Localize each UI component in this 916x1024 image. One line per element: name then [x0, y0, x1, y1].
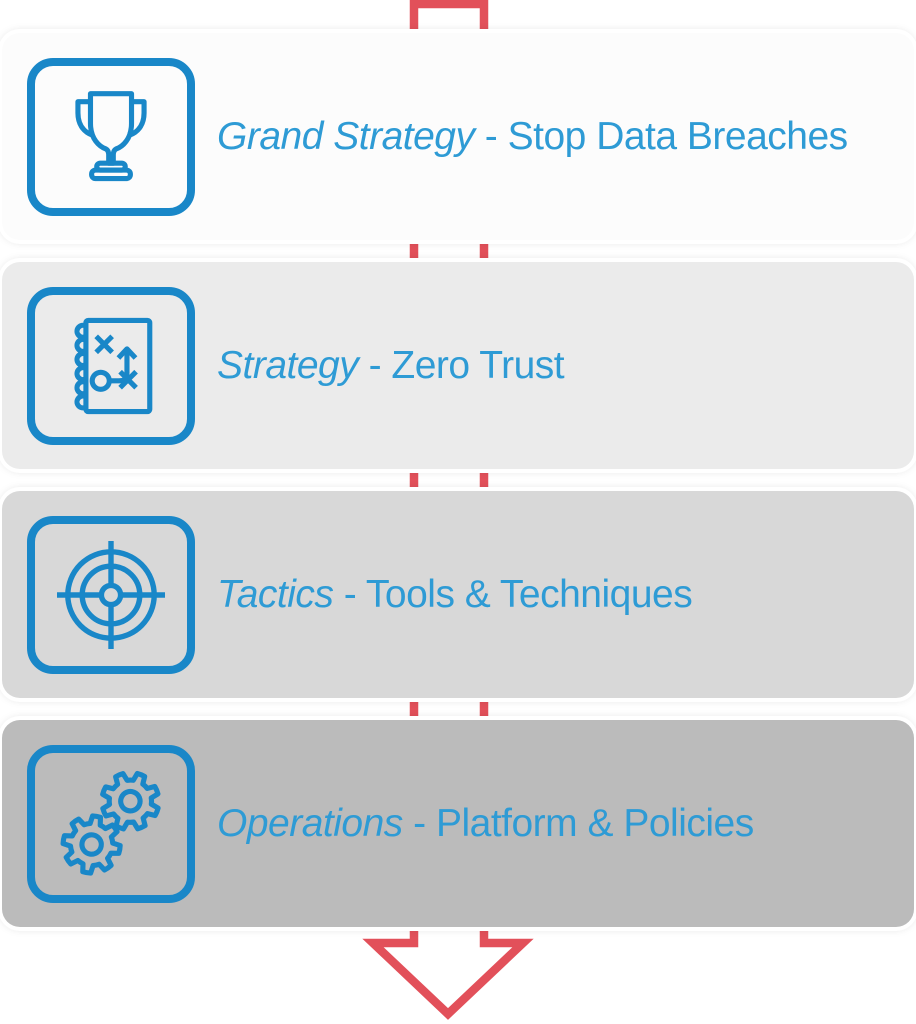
icon-frame — [27, 744, 195, 903]
playbook-icon — [74, 317, 153, 414]
level-separator: - — [402, 801, 436, 845]
level-term: Operations — [217, 801, 403, 845]
trophy-icon — [75, 90, 147, 181]
target-icon — [57, 540, 165, 649]
level-description: Zero Trust — [391, 343, 565, 387]
level-description: Tools & Techniques — [365, 572, 693, 616]
level-term: Grand Strategy — [217, 114, 475, 158]
level-card-operations: Operations - Platform & Policies — [2, 720, 914, 927]
level-card-tactics: Tactics - Tools & Techniques — [2, 491, 914, 698]
level-term: Tactics — [217, 572, 334, 616]
level-description: Stop Data Breaches — [507, 114, 849, 158]
gear-path — [60, 812, 123, 876]
gears-icon — [60, 770, 161, 876]
gear-path — [100, 770, 161, 831]
level-description: Platform & Policies — [435, 801, 754, 845]
level-label: Operations - Platform & Policies — [217, 802, 754, 846]
level-term: Strategy — [217, 343, 359, 387]
icon-frame — [27, 286, 195, 445]
level-separator: - — [358, 343, 392, 387]
level-label: Grand Strategy - Stop Data Breaches — [217, 115, 848, 159]
level-label: Strategy - Zero Trust — [217, 343, 565, 388]
level-label: Tactics - Tools & Techniques — [217, 572, 693, 617]
level-separator: - — [333, 572, 366, 616]
icon-frame — [27, 515, 195, 674]
icon-frame — [27, 57, 195, 216]
level-card-strategy: Strategy - Zero Trust — [2, 262, 914, 469]
level-separator: - — [474, 114, 508, 158]
level-card-grand-strategy: Grand Strategy - Stop Data Breaches — [2, 33, 914, 240]
